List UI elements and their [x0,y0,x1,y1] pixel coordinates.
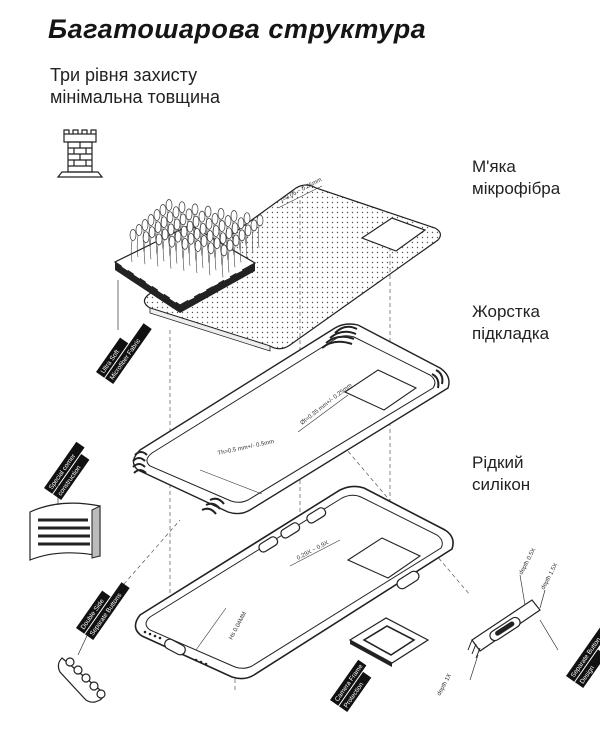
fiber-tip [224,215,232,227]
fiber-tip [250,219,258,232]
dimension-depth-05: depth 0.5X [518,547,537,575]
fiber-tip [205,217,213,230]
layer-label-hard-shell-line-1: Жорстка [472,302,540,321]
hard-shell-layer [132,323,450,515]
subtitle-line-2: мінімальна товщина [50,87,220,107]
fiber-tip [198,210,206,223]
layer-label-hard-shell: Жорстка підкладка [472,301,549,345]
callout-box [85,582,130,641]
page-subtitle: Три рівня захисту мінімальна товщина [50,64,220,108]
fiber-tip [230,210,238,222]
fiber-tip [217,207,225,220]
fiber-tip [172,206,180,219]
callout-box [96,337,129,378]
silicone-layer [134,485,454,680]
layer-label-liquid-silicone: Рідкий силікон [472,452,530,496]
layer-label-microfiber: М'яка мікрофібра [472,156,560,200]
fiber-tip [153,209,161,221]
button-closeup [467,599,541,659]
fiber-tip [179,213,187,226]
fiber-tip [211,212,219,225]
fiber-tip [147,214,155,226]
fiber-tip [191,203,199,216]
callout-box [53,454,90,501]
layer-label-liquid-silicone-line-2: силікон [472,475,531,494]
callout-box [339,671,372,713]
dimension-depth-15: depth 1.5X [540,562,559,590]
side-button-keys [57,657,106,703]
layer-label-microfiber-line-1: М'яка [472,157,516,176]
fiber-tip [141,219,149,231]
callout-box [575,649,600,689]
fiber-tip [185,208,193,221]
callout-box [330,659,367,706]
fiber-tip [166,211,174,224]
fiber-tip [218,220,226,232]
dimension-depth-1: depth 1X [436,673,453,697]
layer-label-liquid-silicone-line-1: Рідкий [472,453,524,472]
fiber-tip [192,215,200,228]
microfiber-fibers [129,199,264,278]
page-title: Багатошарова структура [48,14,427,44]
fiber-tip [237,217,245,230]
fiber-tip [243,212,251,225]
callout-box [76,590,111,634]
layer-label-hard-shell-line-2: підкладка [472,324,550,343]
camera-frame-piece [348,617,430,667]
callout-box [105,323,152,385]
fiber-tip [165,199,173,211]
dimension-lines [195,185,349,651]
microfiber-layer [143,184,441,352]
callout-box [44,441,85,494]
fiber-tip [231,222,239,235]
subtitle-line-1: Три рівня захисту [50,65,198,85]
fiber-tip [135,224,143,236]
callout-box [566,626,600,682]
castle-icon [56,129,104,178]
fiber-tip [204,205,212,218]
layer-label-microfiber-line-2: мікрофібра [472,179,561,198]
fiber-tip [129,229,137,241]
fiber-tip [244,224,252,237]
fiber-tip [256,214,264,227]
corner-detail [29,502,101,561]
fiber-tip [178,201,186,214]
fiber-tip [159,204,167,216]
